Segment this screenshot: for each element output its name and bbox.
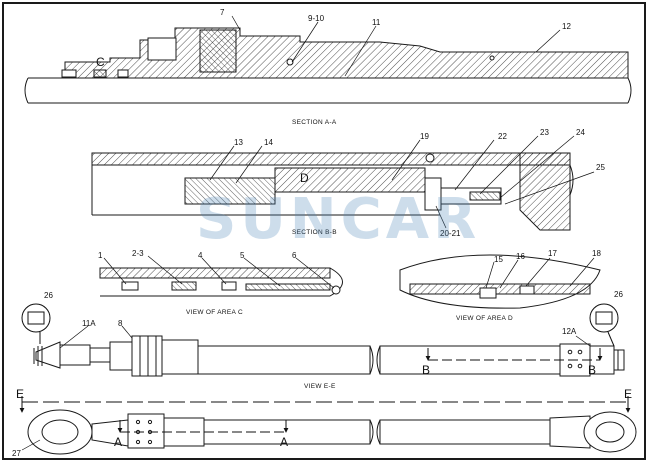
- label-11: 11: [372, 18, 381, 27]
- label-c-area: C: [96, 55, 105, 69]
- view-area-d-leaders: [485, 257, 595, 289]
- caption-section-bb: SECTION B-B: [292, 229, 337, 236]
- label-b-right: B: [588, 363, 596, 377]
- callout-26-left: [21, 303, 51, 344]
- view-area-d: [399, 254, 601, 309]
- caption-view-area-c: VIEW OF AREA C: [186, 309, 243, 316]
- label-a-right: A: [280, 435, 288, 449]
- label-e-right: E: [624, 387, 632, 401]
- label-8: 8: [118, 319, 123, 328]
- section-aa-view: [24, 27, 632, 104]
- label-22: 22: [498, 132, 507, 141]
- label-27: 27: [12, 449, 21, 458]
- label-4: 4: [198, 251, 203, 260]
- label-17: 17: [548, 249, 557, 258]
- label-13: 13: [234, 138, 243, 147]
- label-15: 15: [494, 255, 503, 264]
- label-24: 24: [576, 128, 585, 137]
- label-18: 18: [592, 249, 601, 258]
- view-ee: [33, 335, 625, 377]
- view-area-c: [99, 267, 343, 297]
- label-2-3: 2-3: [132, 249, 144, 258]
- caption-view-area-d: VIEW OF AREA D: [456, 315, 513, 322]
- label-5: 5: [240, 251, 245, 260]
- callout-26-right: [589, 303, 619, 347]
- section-aa-leaders: [231, 15, 561, 77]
- label-1: 1: [98, 251, 103, 260]
- section-bb-view: [91, 152, 574, 231]
- label-19: 19: [420, 132, 429, 141]
- label-9-10: 9-10: [308, 14, 325, 23]
- section-bb-leaders: [209, 135, 595, 229]
- label-23: 23: [540, 128, 549, 137]
- label-25: 25: [596, 163, 605, 172]
- label-16: 16: [516, 252, 525, 261]
- label-e-left: E: [16, 387, 24, 401]
- caption-section-aa: SECTION A-A: [292, 119, 337, 126]
- label-12: 12: [562, 22, 571, 31]
- label-26-right: 26: [614, 290, 623, 299]
- label-12a: 12A: [562, 327, 577, 336]
- label-a-left: A: [114, 435, 122, 449]
- cut-line-aa: [117, 420, 289, 433]
- suncar-watermark: SUNCAR: [196, 187, 480, 252]
- label-26-left: 26: [44, 291, 53, 300]
- label-20-21: 20-21: [440, 229, 461, 238]
- label-11a: 11A: [82, 319, 96, 328]
- label-7: 7: [220, 8, 225, 17]
- label-6: 6: [292, 251, 297, 260]
- diagram-border: [2, 2, 646, 460]
- cut-line-ee: [19, 396, 631, 413]
- view-area-c-leaders: [103, 255, 335, 289]
- view-ee-leaders: [59, 325, 591, 349]
- label-27-leader: [21, 439, 41, 451]
- label-d-area: D: [300, 171, 309, 185]
- cut-line-bb: [425, 348, 603, 361]
- caption-view-ee: VIEW E-E: [304, 383, 336, 390]
- label-14: 14: [264, 138, 273, 147]
- label-b-left: B: [422, 363, 430, 377]
- bottom-view: [27, 409, 637, 455]
